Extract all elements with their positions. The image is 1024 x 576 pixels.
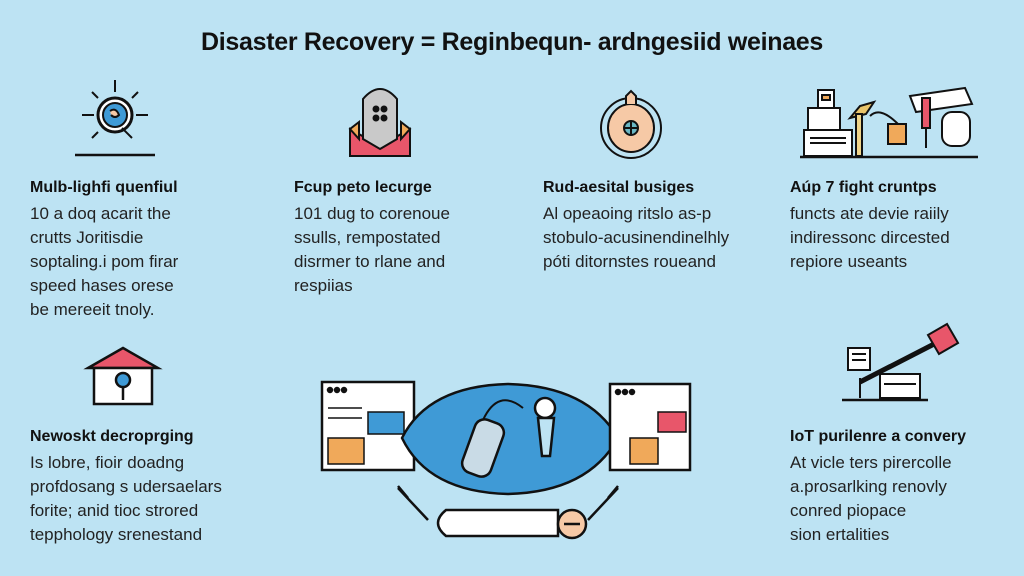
section-heading: Mulb-lighfi quenfiul: [30, 179, 178, 196]
section-heading: Newoskt decroprging: [30, 428, 194, 445]
section-line: póti ditornstes roueand: [543, 252, 716, 271]
section-line: 101 dug to corenoue: [294, 204, 450, 223]
section-heading: Fcup peto lecurge: [294, 179, 432, 196]
section-network: Newoskt decroprging Is lobre, fioir doad…: [30, 427, 270, 547]
section-backup: Fcup peto lecurge 101 dug to corenoue ss…: [294, 178, 534, 298]
section-line: ssulls, rempostated: [294, 228, 441, 247]
section-heading: IoT purilenre a convery: [790, 428, 967, 445]
section-business: Rud-aesital busiges Al opeaoing ritslo a…: [543, 178, 783, 274]
section-line: Al opeaoing ritslo as-p: [543, 204, 712, 223]
section-heading: Aúp 7 fight cruntps: [790, 179, 937, 196]
section-heading: Rud-aesital busiges: [543, 179, 695, 196]
section-line: be mereeit tnoly.: [30, 300, 155, 319]
target-icon: [600, 89, 662, 159]
section-line: functs ate devie raiily: [790, 204, 949, 223]
section-line: a.prosarlking renovly: [790, 477, 947, 496]
pencil-checklist-icon: [842, 322, 960, 402]
section-line: stobulo-acusinendinelhly: [543, 228, 730, 247]
recovery-cycle-illustration: [320, 380, 692, 540]
sun-globe-icon: [75, 80, 155, 157]
section-line: profdosang s udersaelars: [30, 477, 222, 496]
section-line: soptaling.i pom firar: [30, 252, 179, 271]
browser-window-left-icon: [320, 380, 416, 472]
section-line: repiore useants: [790, 252, 908, 271]
section-app: Aúp 7 fight cruntps functs ate devie rai…: [790, 178, 1024, 274]
section-line: Is lobre, fioir doadng: [30, 453, 185, 472]
section-line: conred piopace: [790, 501, 907, 520]
section-line: sion ertalities: [790, 525, 890, 544]
section-iot: IoT purilenre a convery At vicle ters pi…: [790, 427, 1024, 547]
section-line: tepphology srenestand: [30, 525, 203, 544]
section-line: crutts Joritisdie: [30, 228, 144, 247]
section-line: indiressonc dircested: [790, 228, 950, 247]
browser-window-right-icon: [608, 382, 692, 472]
section-line: forite; anid tioc strored: [30, 501, 199, 520]
section-line: respiias: [294, 276, 353, 295]
section-line: disrmer to rlane and: [294, 252, 446, 271]
house-icon: [83, 346, 163, 406]
page-title: Disaster Recovery = Reginbequn- ardngesi…: [200, 28, 824, 56]
section-line: speed hases orese: [30, 276, 174, 295]
section-multi-flight: Mulb-lighfi quenfiul 10 a doq acarit the…: [30, 178, 270, 322]
section-line: 10 a doq acarit the: [30, 204, 171, 223]
section-line: At vicle ters pirercolle: [790, 453, 952, 472]
server-tools-icon: [800, 86, 978, 159]
rocket-icon: [348, 88, 412, 157]
